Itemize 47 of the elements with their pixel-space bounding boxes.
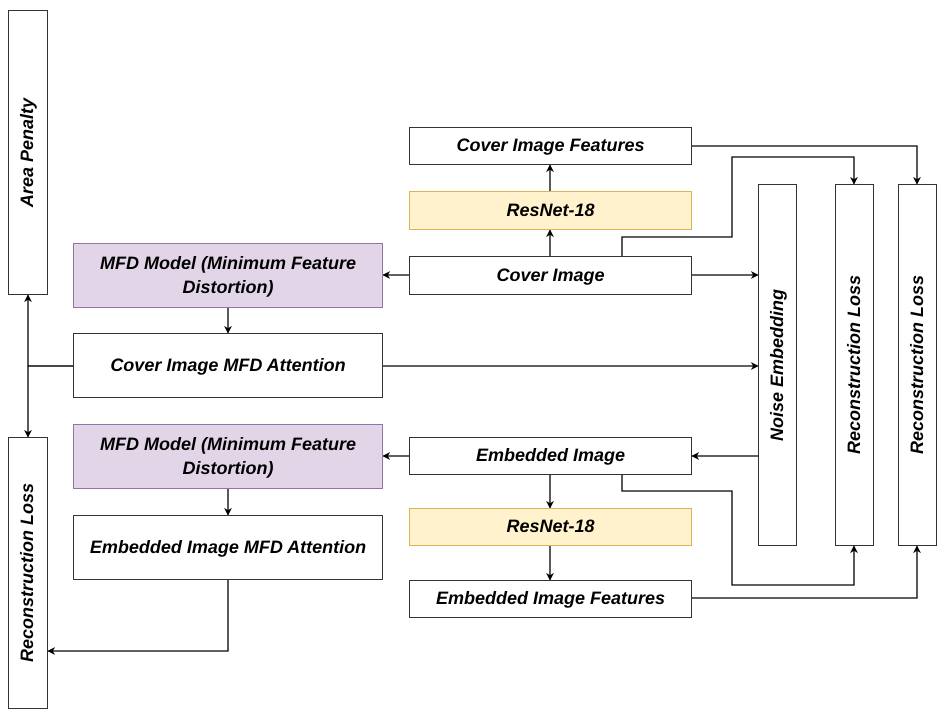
vertical-box [758,184,797,546]
process-box [409,580,692,618]
arrow [621,156,858,256]
arrow [546,475,554,509]
node-label: Embedded Image MFD Attention [88,536,368,559]
node-label: Reconstruction Loss [842,275,865,455]
node-label: Area Penalty [16,98,38,208]
node-label: ResNet-18 [505,198,596,222]
vertical-box [8,437,48,709]
arrow [47,580,229,655]
process-box [409,437,692,475]
node-label: MFD Model (Minimum Feature Distortion) [99,252,357,299]
process-box [409,256,692,295]
arrow [621,475,858,586]
model-box [73,243,383,308]
process-box [73,515,383,580]
network-box [409,508,692,546]
node-label: Cover Image Features [455,134,646,158]
node-label: MFD Model (Minimum Feature Distortion) [99,433,357,480]
arrow [382,452,409,460]
arrow [546,229,554,256]
node-label: Embedded Image [474,444,626,468]
arrow [382,271,409,279]
process-box [409,127,692,165]
arrow [692,545,921,599]
vertical-box [835,184,874,546]
vertical-box [898,184,937,546]
arrow [692,271,759,279]
node-label: Embedded Image Features [434,587,666,610]
arrow [383,362,759,370]
node-label: ResNet-18 [505,515,596,538]
process-box [73,333,383,398]
node-label: Cover Image [495,264,606,287]
arrow [546,164,554,191]
node-label: Cover Image MFD Attention [109,354,347,377]
arrow [692,145,921,185]
arrow [24,365,73,438]
model-box [73,424,383,489]
node-label: Reconstruction Loss [906,275,928,455]
vertical-box [8,10,48,295]
arrow [224,308,232,334]
node-label: Noise Embedding [766,288,788,441]
network-box [409,191,692,230]
arrow [546,546,554,581]
arrow [224,489,232,516]
arrow [691,452,758,460]
node-label: Reconstruction Loss [16,483,38,663]
